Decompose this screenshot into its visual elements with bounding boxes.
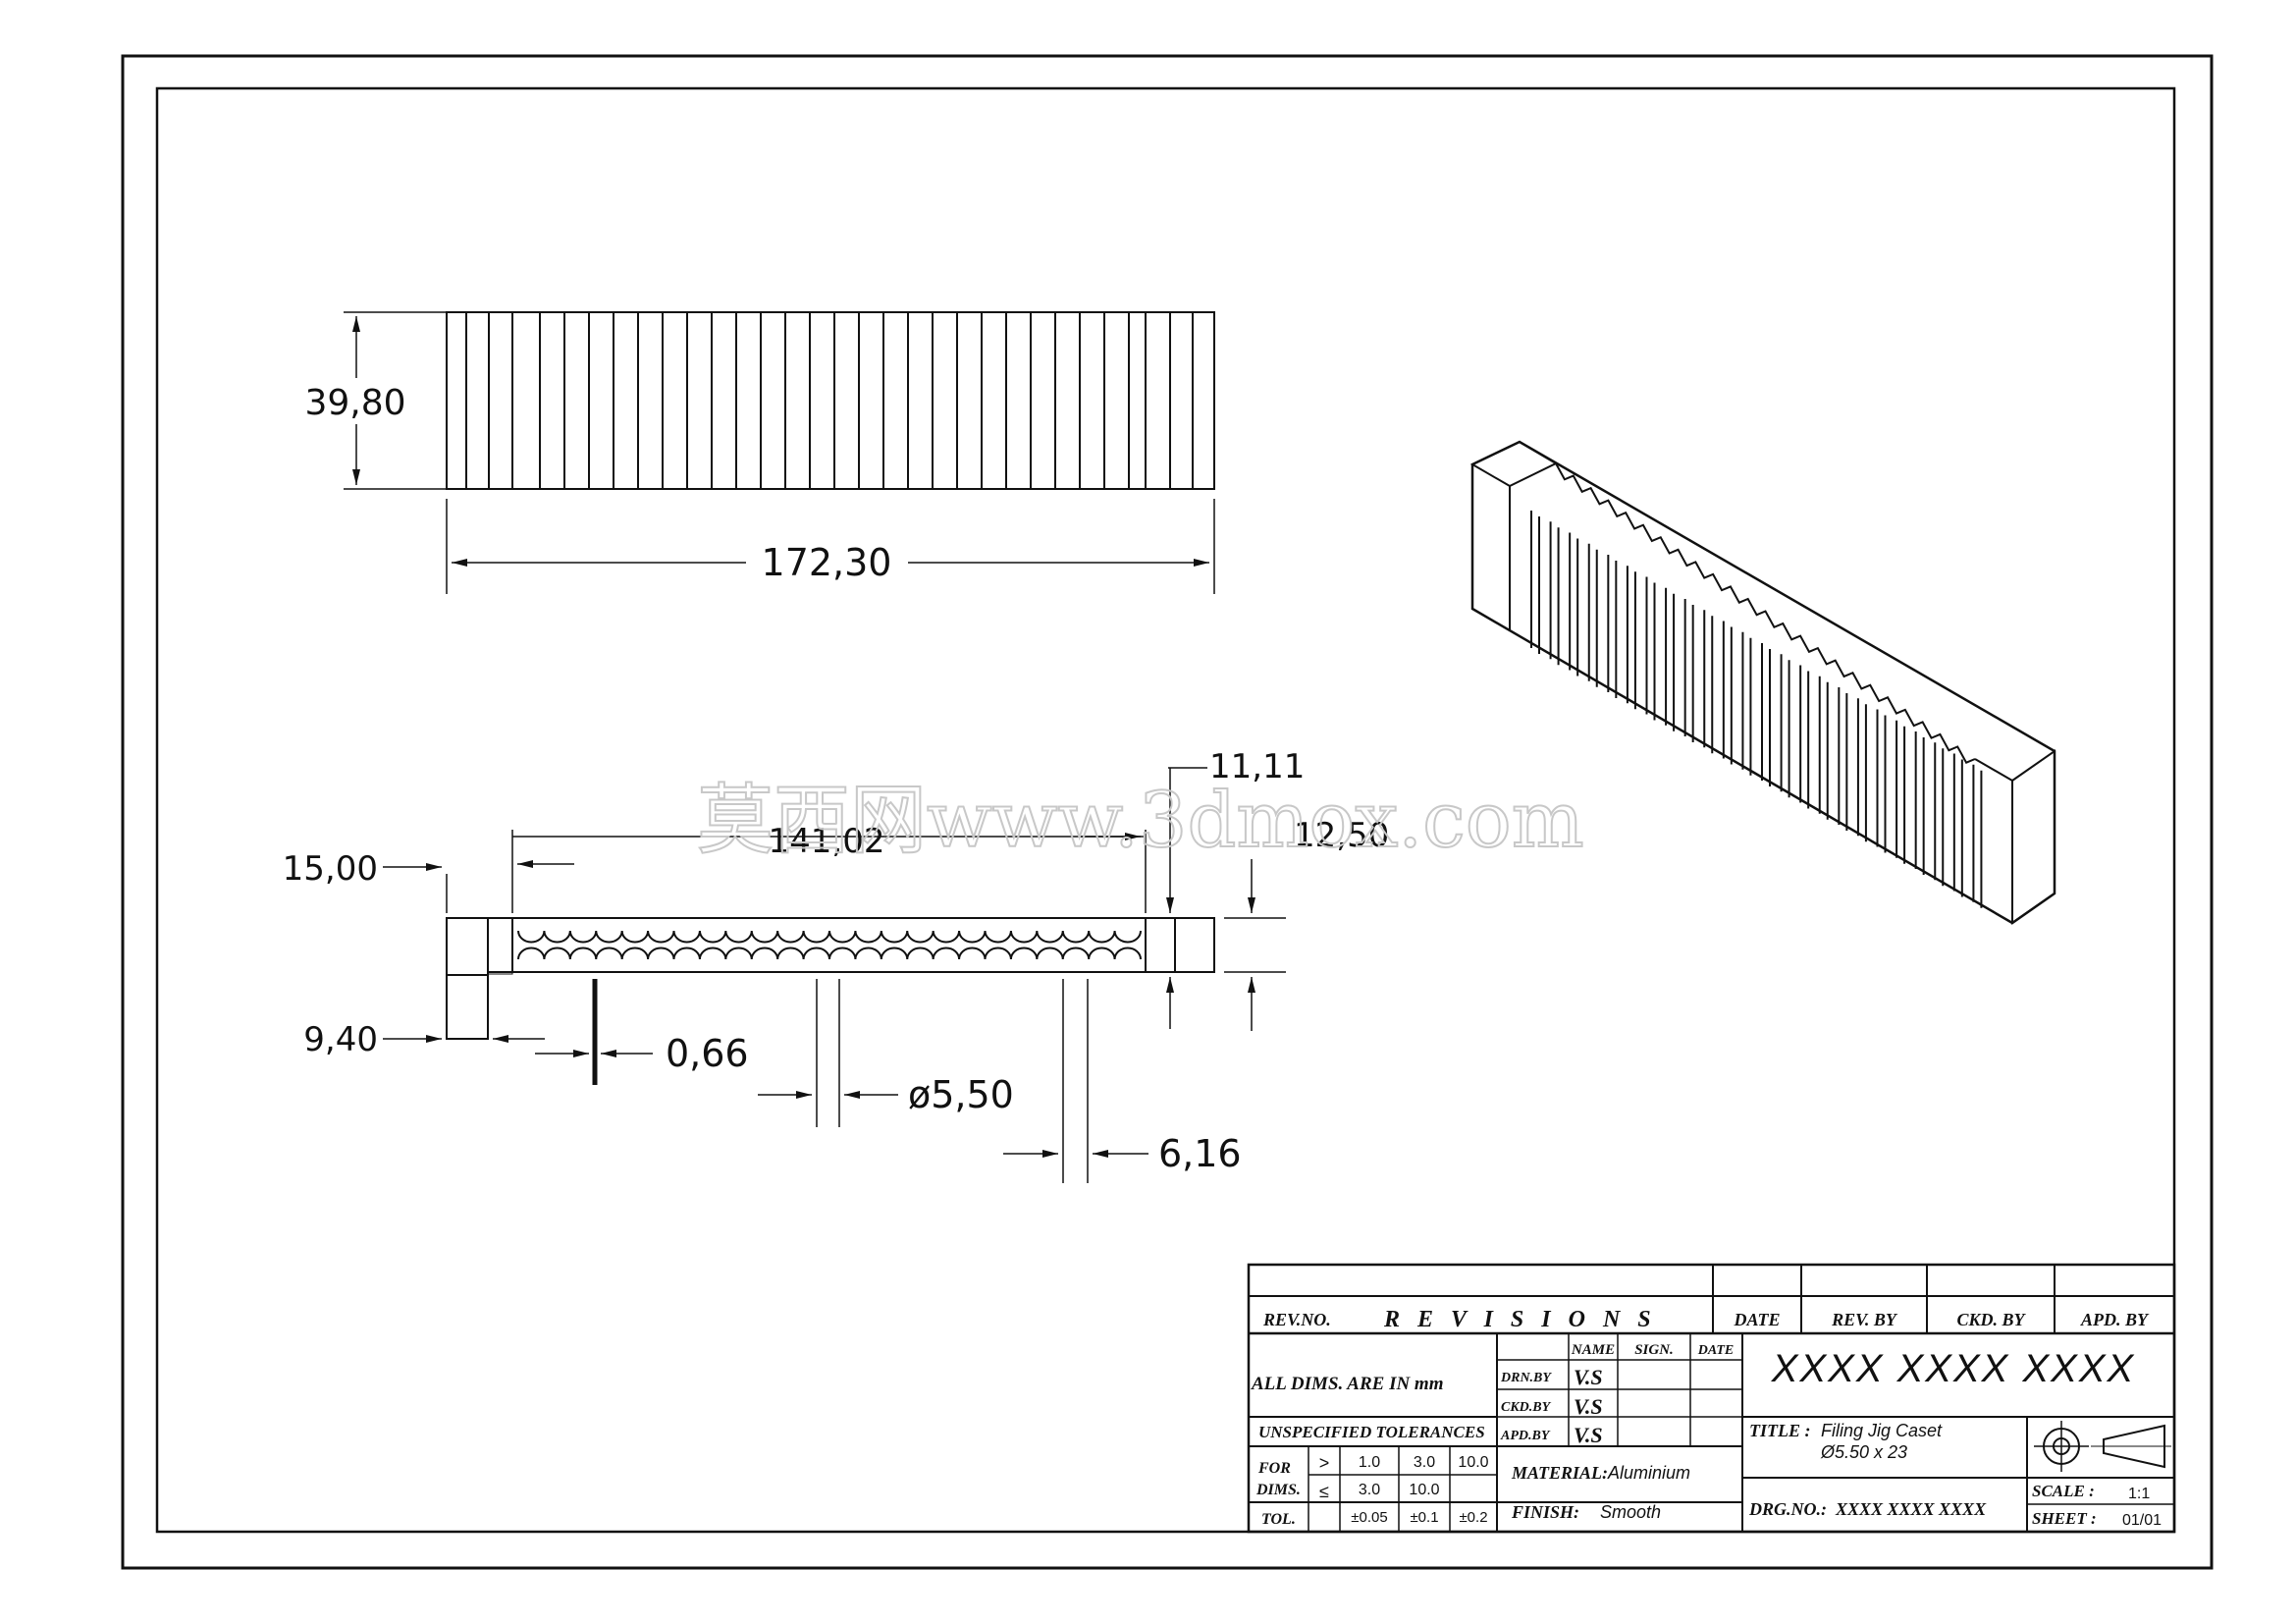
for-label: FOR: [1257, 1460, 1291, 1477]
date-label: DATE: [1733, 1310, 1780, 1329]
top-view: 39,80 172,30: [304, 311, 1215, 594]
title-block: REV.NO. R E V I S I O N S DATE REV. BY C…: [1247, 1263, 2176, 1534]
dim-hole-diameter: ø5,50: [908, 1073, 1014, 1116]
tol-r2-c2: 10.0: [1409, 1482, 1439, 1498]
dim-inner-length: 141,02: [769, 822, 885, 861]
dim-height: 39,80: [304, 383, 405, 423]
unspecified-tolerances-label: UNSPECIFIED TOLERANCES: [1258, 1423, 1485, 1441]
apd-by-row-label: APD.BY: [1500, 1429, 1551, 1443]
tol-r3-c3: ±0.2: [1459, 1509, 1487, 1526]
dim-end-width: 11,11: [1209, 747, 1305, 786]
scale-value: 1:1: [2128, 1486, 2150, 1502]
side-view: 141,02 11,11 12,50 15,00 9,40 0,66 ø5,50: [283, 747, 1389, 1183]
drn-by-label: DRN.BY: [1500, 1371, 1552, 1385]
revisions-label: R E V I S I O N S: [1383, 1307, 1657, 1332]
dim-length: 172,30: [762, 541, 892, 584]
tol-r2-c1: 3.0: [1359, 1482, 1380, 1498]
title-label: TITLE :: [1749, 1421, 1811, 1440]
tol-r1-c1: 1.0: [1359, 1454, 1380, 1471]
material-label: MATERIAL:: [1511, 1463, 1608, 1483]
dim-top-offset: 15,00: [283, 849, 378, 889]
isometric-teeth: [1555, 462, 1976, 764]
tol-r3-c2: ±0.1: [1410, 1509, 1438, 1526]
ckd-by-label: CKD. BY: [1956, 1310, 2026, 1329]
col-name-label: NAME: [1571, 1342, 1615, 1358]
drg-no-value: XXXX XXXX XXXX: [1835, 1499, 1987, 1519]
tol-label: TOL.: [1261, 1511, 1296, 1528]
less-equal-symbol: ≤: [1319, 1482, 1329, 1501]
dim-bottom-offset: 9,40: [303, 1020, 378, 1059]
watermark: 莫西网www.3dmox.com: [697, 777, 1584, 865]
material-value: Aluminium: [1607, 1463, 1690, 1483]
tol-r3-c1: ±0.05: [1351, 1509, 1387, 1526]
drg-no-label: DRG.NO.:: [1748, 1499, 1827, 1519]
dim-pitch-small: 0,66: [666, 1032, 749, 1075]
dims-label: DIMS.: [1255, 1482, 1301, 1498]
isometric-grooves: [1530, 511, 1983, 908]
inner-border: [155, 86, 2176, 1534]
title-line2: Ø5.50 x 23: [1820, 1442, 1907, 1462]
dim-depth: 12,50: [1294, 816, 1389, 855]
col-date-label: DATE: [1697, 1343, 1735, 1358]
finish-label: FINISH:: [1511, 1502, 1579, 1522]
ckd-by-row-label: CKD.BY: [1501, 1400, 1552, 1415]
top-view-grooves: [465, 312, 1194, 489]
apd-by-name: V.S: [1574, 1423, 1603, 1447]
title-line1: Filing Jig Caset: [1821, 1421, 1943, 1440]
rev-no-label: REV.NO.: [1262, 1310, 1331, 1329]
outer-border: [121, 54, 2214, 1570]
company-name: XXXX XXXX XXXX: [1771, 1347, 2135, 1390]
finish-value: Smooth: [1600, 1502, 1661, 1522]
tol-r1-c2: 3.0: [1414, 1454, 1435, 1471]
apd-by-label: APD. BY: [2080, 1310, 2150, 1329]
scale-label: SCALE :: [2032, 1482, 2095, 1500]
rev-by-label: REV. BY: [1831, 1310, 1898, 1329]
col-sign-label: SIGN.: [1634, 1342, 1674, 1358]
drn-by-name: V.S: [1574, 1365, 1603, 1389]
ckd-by-name: V.S: [1574, 1394, 1603, 1419]
scallop-top: [517, 930, 1142, 944]
scallop-bottom: [517, 947, 1142, 960]
sheet-value: 01/01: [2122, 1512, 2162, 1529]
isometric-view: [1469, 440, 2056, 925]
tol-r1-c3: 10.0: [1458, 1454, 1488, 1471]
all-dims-label: ALL DIMS. ARE IN mm: [1251, 1374, 1444, 1394]
greater-than-symbol: >: [1319, 1453, 1330, 1473]
dim-pitch: 6,16: [1158, 1132, 1242, 1175]
sheet-label: SHEET :: [2032, 1509, 2097, 1528]
projection-symbol-icon: [2034, 1421, 2171, 1472]
